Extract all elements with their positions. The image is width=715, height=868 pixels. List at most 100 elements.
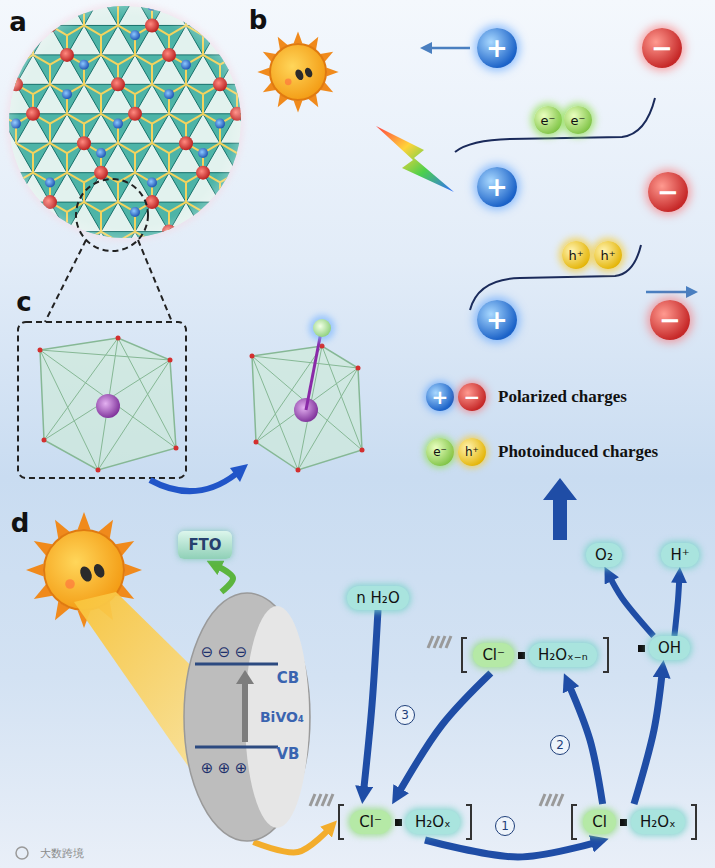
band-charge: ⊖ <box>218 645 231 660</box>
bond-stick <box>0 55 16 65</box>
reaction-arrow <box>398 673 490 793</box>
bond-stick <box>305 202 322 212</box>
reaction-arrow <box>217 566 233 592</box>
bond-stick <box>254 114 271 124</box>
sun-ray <box>257 67 269 76</box>
metal-atom <box>9 254 23 268</box>
watermark-logo <box>16 847 28 859</box>
tetrahedron <box>203 0 237 25</box>
polarized-charge: − <box>648 172 688 212</box>
oxygen-atom <box>232 207 242 217</box>
transform-arrow <box>150 474 236 491</box>
association-dot <box>518 652 525 659</box>
oxygen-atom <box>28 207 38 217</box>
oxygen-atom <box>249 177 259 187</box>
node-label: + <box>486 307 508 333</box>
bond-stick <box>271 0 288 6</box>
vertex-atom <box>96 468 101 473</box>
coordination-polyhedron <box>38 336 179 473</box>
tetrahedron <box>0 232 33 261</box>
chloride-label: Cl⁻ <box>350 810 391 834</box>
panel-letter: c <box>16 289 31 315</box>
hatch-mark <box>328 794 333 806</box>
node-label: OH <box>649 636 690 660</box>
sun-eye <box>303 67 313 79</box>
bond-stick <box>253 182 255 202</box>
bond-stick <box>236 153 238 173</box>
bond-stick <box>271 114 288 124</box>
metal-atom <box>247 195 261 209</box>
node-label: BiVO₄ <box>260 709 304 725</box>
polyhedron-edge <box>252 356 358 368</box>
water-label: H₂Oₓ <box>406 810 460 834</box>
node-label: e⁻ <box>541 114 556 127</box>
bond-stick <box>304 153 306 173</box>
bond-stick <box>270 212 272 232</box>
bond-stick <box>32 212 34 232</box>
drift-arrow <box>646 291 688 294</box>
bond-stick <box>305 25 322 35</box>
bond-stick <box>253 241 255 261</box>
tetrahedron <box>254 202 288 231</box>
node-label: − <box>651 35 673 61</box>
bond-stick <box>50 0 67 6</box>
vertex-atom <box>168 358 173 363</box>
tetrahedron <box>16 202 50 231</box>
sun-ray <box>293 100 302 112</box>
chloride-water-complex: Cl⁻ H₂Oₓ <box>338 804 471 840</box>
bond-stick <box>49 6 51 26</box>
bond-stick <box>271 173 288 183</box>
bracket <box>461 637 467 673</box>
species-pill: n H₂O <box>347 586 408 610</box>
species-pill: O₂ <box>586 543 622 567</box>
polyhedron-edge <box>252 356 298 470</box>
chloride-label: Cl <box>583 810 616 834</box>
reaction-arrow <box>364 610 378 791</box>
association-dot <box>395 819 402 826</box>
panel-letter: a <box>9 9 27 35</box>
vertex-atom <box>254 440 259 445</box>
sun-cheek <box>65 579 75 589</box>
hatch-mark <box>434 636 439 648</box>
bond-stick <box>50 232 67 242</box>
crystal-ground <box>9 6 241 238</box>
vertex-atom <box>320 344 325 349</box>
bracket <box>466 804 472 840</box>
oxygen-atom <box>300 148 310 158</box>
node-label: − <box>657 179 679 205</box>
bond-stick <box>16 0 33 6</box>
radical-pill: OH <box>638 636 690 660</box>
bond-stick <box>49 241 51 261</box>
bracket <box>691 804 697 840</box>
sun-ray <box>293 31 302 43</box>
polyhedron-edge <box>40 350 176 448</box>
tetrahedron <box>237 114 271 143</box>
vertex-atom <box>250 354 255 359</box>
central-atom <box>96 394 120 418</box>
valence-band <box>195 746 278 749</box>
bond-stick <box>220 232 237 242</box>
legend-sample: − <box>458 383 486 411</box>
oxygen-atom <box>232 30 242 40</box>
bond-stick <box>237 173 254 183</box>
bond-stick <box>237 55 254 65</box>
tetrahedron <box>33 232 67 261</box>
drift-arrow-head <box>420 42 432 54</box>
bond-stick <box>287 182 289 202</box>
bond-stick <box>15 182 17 202</box>
bond-stick <box>271 232 288 242</box>
particle-surface <box>245 606 309 828</box>
node-label: + <box>486 174 508 200</box>
bond-stick <box>288 173 305 183</box>
bond-stick <box>219 241 221 261</box>
bond-stick <box>271 202 288 212</box>
polyhedron-edge <box>44 338 118 440</box>
displacement-bond <box>306 332 321 410</box>
node-label: − <box>659 307 681 333</box>
bond-stick <box>203 0 220 6</box>
bond-stick <box>270 153 272 173</box>
bond-stick <box>304 212 306 232</box>
light-bolt <box>376 126 454 192</box>
water-label: H₂Oₓ <box>631 810 685 834</box>
